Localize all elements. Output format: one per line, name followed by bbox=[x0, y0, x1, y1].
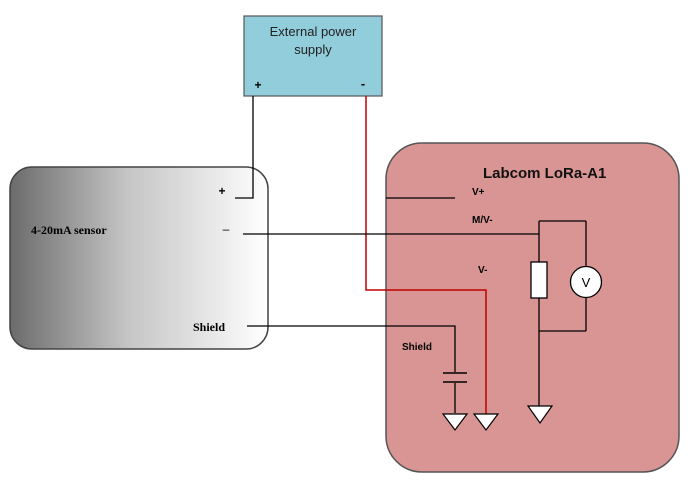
device-v-plus-label: V+ bbox=[472, 187, 485, 198]
device-v-minus-label: V- bbox=[478, 265, 487, 276]
sensor-box bbox=[9, 166, 269, 350]
power-supply-title-line2: supply bbox=[294, 42, 332, 57]
device-shield-label: Shield bbox=[402, 342, 432, 353]
device-title: Labcom LoRa-A1 bbox=[483, 165, 606, 182]
sensor-plus-label: + bbox=[218, 184, 225, 198]
voltmeter-symbol bbox=[569, 265, 603, 299]
voltmeter-label: V bbox=[582, 275, 591, 290]
wire-supply-minus-red bbox=[365, 96, 487, 414]
sensor-title: 4-20mA sensor bbox=[31, 223, 107, 237]
wire-shield bbox=[247, 325, 456, 372]
sensor-minus-label: – bbox=[223, 222, 230, 236]
power-supply-minus-label: - bbox=[361, 76, 365, 91]
power-supply-plus-label: + bbox=[254, 78, 261, 92]
device-m-v-minus-label: M/V- bbox=[472, 215, 493, 226]
ground-measure-symbol bbox=[526, 405, 554, 425]
wire-supply-plus-to-sensor-plus bbox=[235, 96, 254, 199]
sensor-shield-label: Shield bbox=[193, 320, 225, 334]
labcom-device-box bbox=[385, 142, 680, 473]
power-supply-box bbox=[243, 15, 383, 97]
ground-shield-symbol bbox=[441, 413, 469, 431]
ground-supply-minus-symbol bbox=[472, 413, 500, 431]
resistor bbox=[530, 261, 548, 299]
power-supply-title-line1: External power bbox=[270, 24, 357, 39]
